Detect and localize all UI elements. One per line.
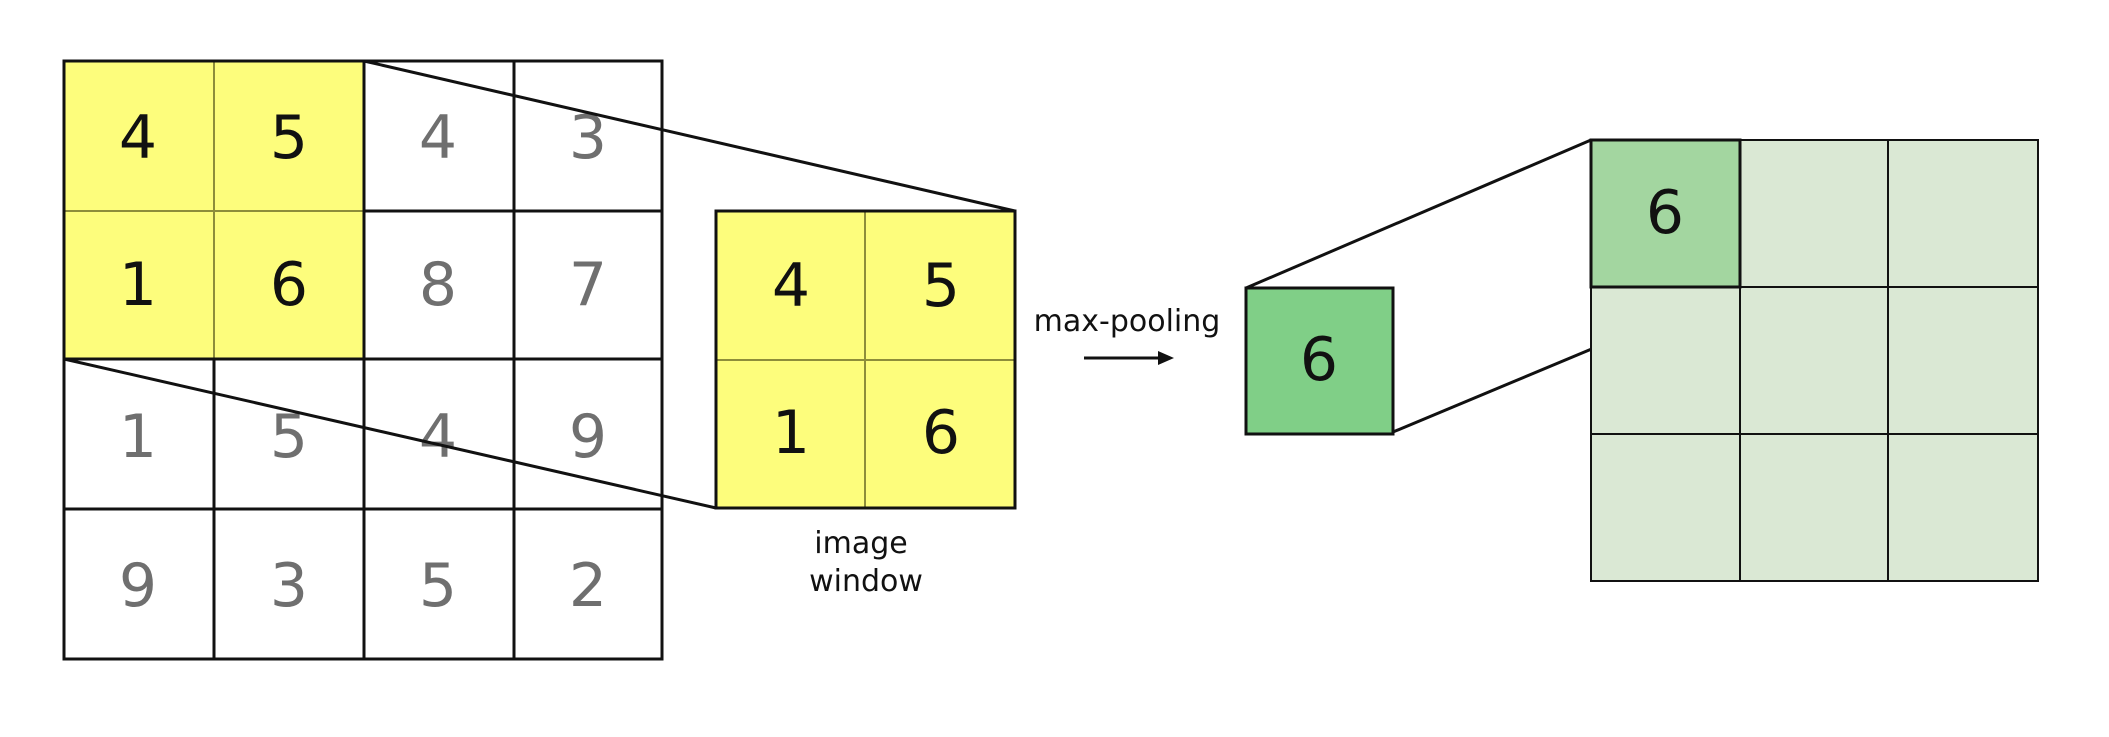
window-cell-r0c1: 5 — [922, 251, 960, 321]
input-cell-r1c1: 6 — [270, 250, 308, 320]
input-cell-r1c2: 8 — [419, 250, 457, 320]
right-arrow-icon — [1084, 351, 1174, 365]
output-active-cell-fill — [1591, 140, 1740, 287]
image-window-caption-line2: window — [809, 564, 923, 599]
image-window-border — [714, 209, 1017, 510]
input-cell-r2c0: 1 — [119, 402, 157, 472]
input-cell-r1c3: 7 — [569, 250, 607, 320]
image-window: 4 5 1 6 image window — [714, 209, 1017, 599]
input-cell-r0c2: 4 — [419, 103, 457, 173]
image-window-caption-line1: image — [814, 526, 907, 561]
pooled-value: 6 — [1300, 325, 1338, 395]
input-grid: 4 5 4 3 1 6 8 7 1 5 4 9 9 3 5 2 — [62, 59, 664, 661]
max-pooling-label: max-pooling — [1034, 304, 1221, 339]
window-cell-r1c0: 1 — [772, 398, 810, 468]
window-cell-r0c0: 4 — [772, 251, 810, 321]
pooled-cell: 6 — [1244, 286, 1395, 436]
input-cell-r3c0: 9 — [119, 551, 157, 621]
input-cell-r2c3: 9 — [569, 402, 607, 472]
output-grid-lines — [1590, 139, 2039, 582]
input-cell-r3c2: 5 — [419, 551, 457, 621]
input-cell-r0c1: 5 — [270, 103, 308, 173]
output-cell-r0c0: 6 — [1646, 178, 1684, 248]
input-cell-r3c1: 3 — [270, 551, 308, 621]
output-active-cell-border — [1589, 138, 1742, 289]
max-pooling-operation: max-pooling — [1034, 304, 1221, 365]
input-cell-r3c3: 2 — [569, 551, 607, 621]
output-grid: 6 — [1589, 138, 2039, 582]
input-cell-r1c0: 1 — [119, 250, 157, 320]
input-cell-r0c0: 4 — [119, 103, 157, 173]
window-cell-r1c1: 6 — [922, 398, 960, 468]
window-projection-lines — [63, 59, 1016, 510]
input-cell-r2c2: 4 — [419, 402, 457, 472]
